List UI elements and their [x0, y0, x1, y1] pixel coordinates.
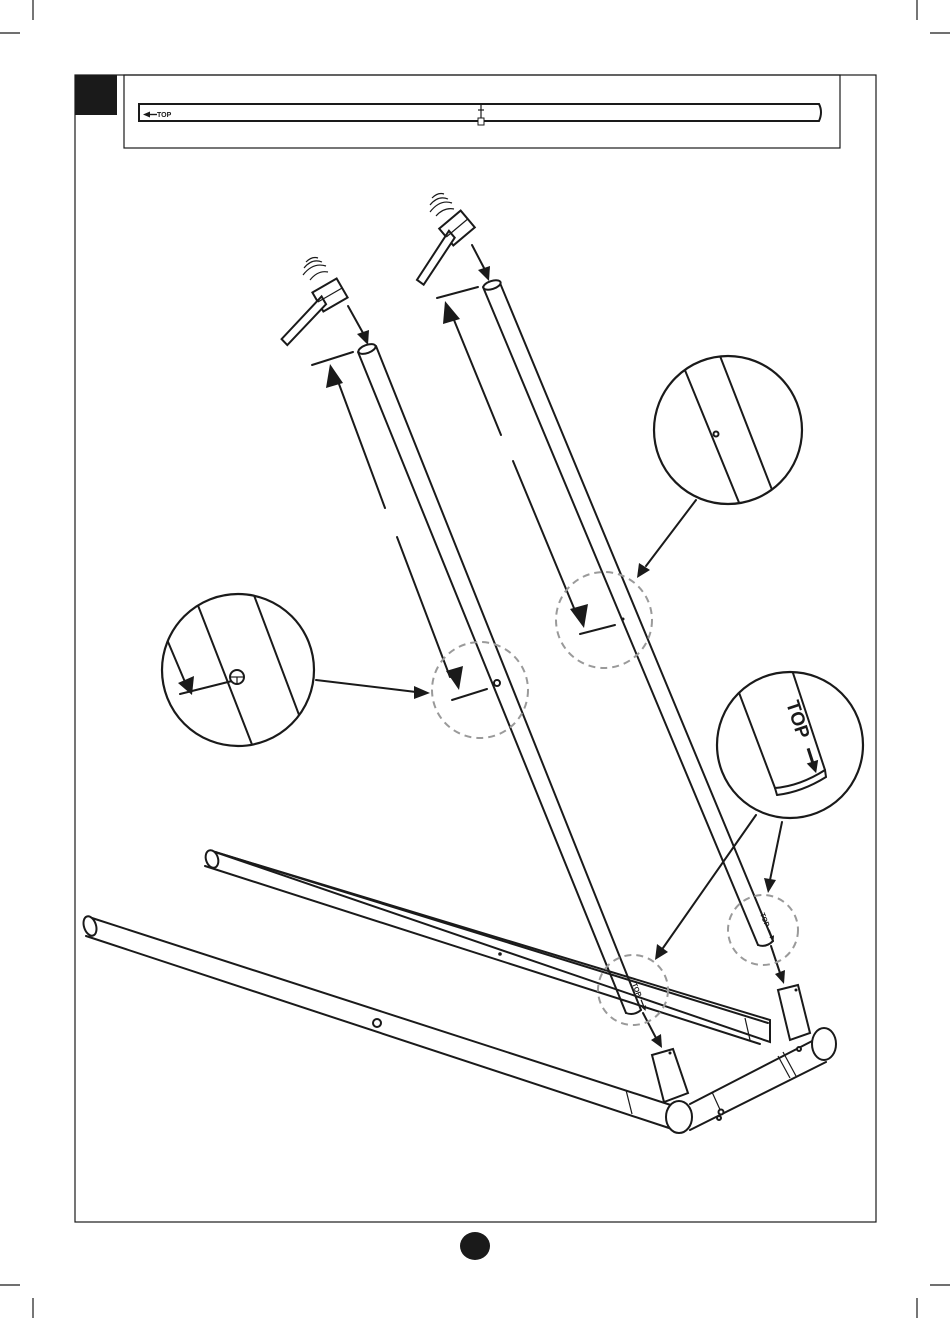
- leader-right: [646, 500, 696, 566]
- leader-left: [316, 680, 416, 692]
- measure-right: [437, 287, 615, 634]
- svg-text:TOP: TOP: [157, 112, 172, 119]
- detail-circle-right-end: [728, 895, 798, 965]
- base-frame: [81, 849, 836, 1133]
- zoom-bubble-right: [654, 356, 802, 505]
- svg-text:TOP: TOP: [758, 912, 770, 928]
- page-number-disc: [460, 1232, 490, 1260]
- detail-circle-right-hole: [556, 572, 652, 668]
- leaders-top: [655, 815, 782, 960]
- zoom-bubble-top: TOP: [717, 670, 863, 818]
- hammer-icon: [401, 194, 490, 286]
- step-marker: [75, 75, 117, 115]
- parts-box: TOP: [124, 75, 840, 148]
- zoom-bubble-left: [162, 590, 316, 760]
- hammer-icon: [269, 258, 369, 347]
